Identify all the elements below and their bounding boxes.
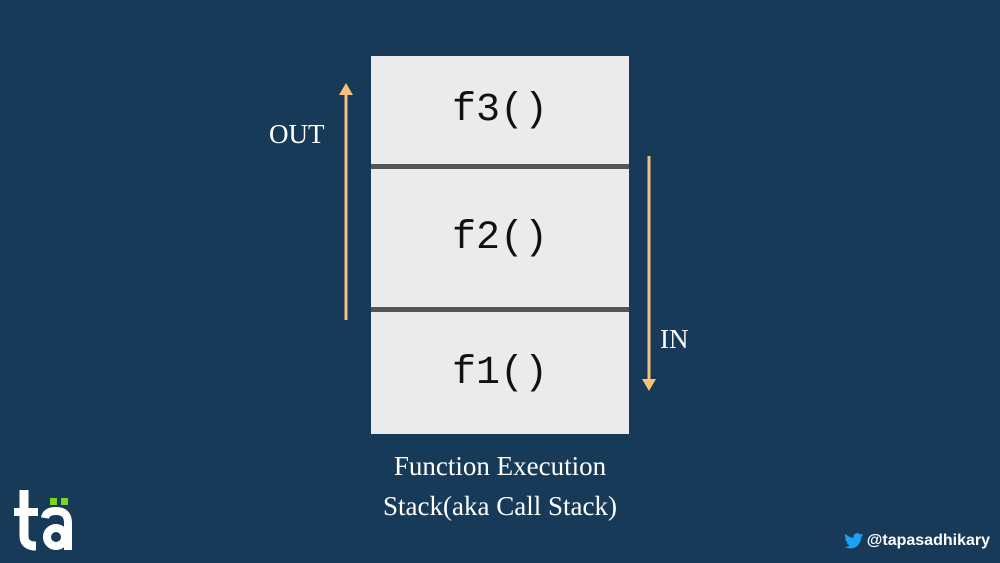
frame-label-f3: f3() [451, 87, 548, 133]
twitter-handle-text: @tapasadhikary [866, 532, 990, 549]
stack-divider [371, 164, 629, 169]
stack-frame-f2: f2() [371, 170, 629, 307]
twitter-bird-icon [844, 533, 864, 549]
out-arrow-icon [339, 83, 353, 320]
call-stack: f3() f2() f1() [371, 56, 629, 434]
out-label: OUT [269, 119, 325, 149]
in-arrow-icon [642, 156, 656, 391]
caption-line-1: Function Execution [393, 451, 607, 481]
twitter-handle: @tapasadhikary [844, 532, 990, 550]
caption-line-2: Stack(aka Call Stack) [383, 491, 617, 521]
frame-label-f2: f2() [451, 216, 548, 261]
stack-frame-f1: f1() [371, 313, 629, 434]
diagram-caption: Function Execution Stack(aka Call Stack) [300, 446, 700, 526]
frame-label-f1: f1() [451, 351, 548, 396]
ta-logo-icon [14, 490, 72, 551]
stack-frame-f3: f3() [371, 56, 629, 164]
in-label: IN [660, 324, 689, 354]
stack-divider [371, 307, 629, 312]
